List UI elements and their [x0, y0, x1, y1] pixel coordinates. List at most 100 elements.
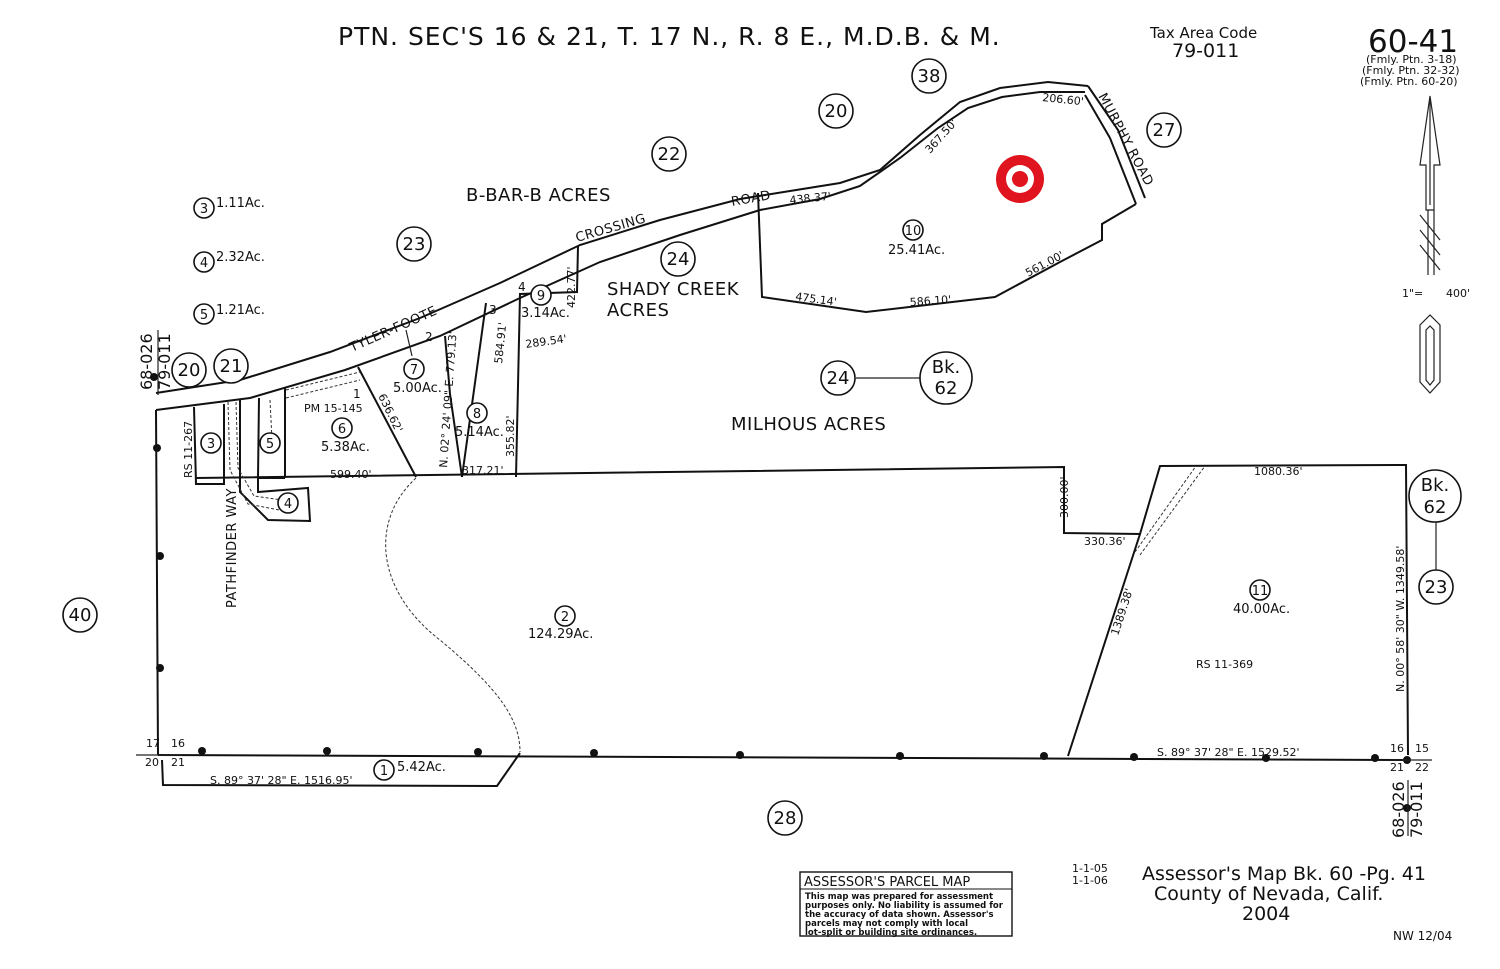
section-corner-left: 17 16 20 21	[136, 737, 185, 769]
dim-1529: S. 89° 37' 28" E. 1529.52'	[1157, 746, 1300, 759]
side-code-left-b: 79-011	[155, 333, 174, 390]
map-number: 60-41	[1368, 24, 1458, 60]
svg-text:1: 1	[380, 764, 388, 779]
footer-date-1: 1-1-05	[1072, 862, 1108, 875]
svg-text:9: 9	[537, 289, 545, 304]
adjacent-map-23-right: 23	[1418, 569, 1454, 605]
lot-3: 3	[489, 303, 497, 317]
road-crossing: CROSSING	[574, 211, 648, 245]
svg-text:23: 23	[403, 234, 426, 255]
footer-line-3: 2004	[1242, 903, 1290, 925]
dim-355: 355.82'	[504, 415, 517, 457]
svg-text:40.00Ac.: 40.00Ac.	[1233, 602, 1290, 617]
adjacent-map-27: 27	[1146, 112, 1182, 148]
svg-text:3.14Ac.: 3.14Ac.	[521, 306, 570, 321]
svg-text:22: 22	[658, 144, 681, 165]
book-ref-center: Bk. 62	[919, 351, 973, 405]
footer-line-2: County of Nevada, Calif.	[1154, 883, 1383, 905]
svg-text:24: 24	[827, 368, 850, 389]
svg-text:5.42Ac.: 5.42Ac.	[397, 760, 446, 775]
parcel-2: 2 124.29Ac.	[528, 605, 593, 642]
svg-text:8: 8	[473, 407, 481, 422]
svg-text:ASSESSOR'S PARCEL MAP: ASSESSOR'S PARCEL MAP	[804, 875, 970, 890]
parcel-11: 11 40.00Ac.	[1233, 579, 1290, 617]
adjacent-map-24-center: 24	[820, 360, 856, 396]
svg-text:62: 62	[935, 378, 958, 399]
adjacent-map-20-left: 20	[171, 352, 207, 388]
dim-300: 300.00'	[1058, 476, 1071, 518]
svg-text:4: 4	[284, 497, 292, 512]
ref-rs-left: RS 11-267	[182, 421, 195, 478]
parcel-4-legend: 4 2.32Ac.	[193, 250, 265, 273]
svg-text:10: 10	[905, 224, 922, 239]
north-arrow-icon	[1419, 95, 1441, 394]
svg-text:38: 38	[918, 66, 941, 87]
dim-330: 330.36'	[1084, 535, 1126, 548]
svg-text:2.32Ac.: 2.32Ac.	[216, 250, 265, 265]
target-marker-icon	[996, 155, 1044, 203]
svg-text:purposes only. No liability is: purposes only. No liability is assumed f…	[805, 901, 1004, 911]
subdivision-shady-2: ACRES	[607, 300, 669, 321]
parcel-3-legend: 3 1.11Ac.	[193, 196, 265, 219]
svg-text:40: 40	[69, 605, 92, 626]
svg-text:24: 24	[667, 249, 690, 270]
lot-4: 4	[518, 280, 526, 294]
subdivision-bbarb: B-BAR-B ACRES	[466, 185, 611, 206]
side-code-right-b: 79-011	[1407, 781, 1426, 838]
svg-text:5: 5	[200, 308, 208, 323]
svg-text:5.38Ac.: 5.38Ac.	[321, 440, 370, 455]
former-ref-2: (Fmly. Ptn. 32-32)	[1362, 64, 1460, 77]
svg-text:5.00Ac.: 5.00Ac.	[393, 381, 442, 396]
svg-text:5: 5	[266, 437, 274, 452]
parcel-8: 8 5.14Ac.	[455, 402, 504, 440]
subdivision-milhous: MILHOUS ACRES	[731, 414, 886, 435]
svg-text:the accuracy of data shown. As: the accuracy of data shown. Assessor's	[805, 910, 994, 920]
svg-text:16: 16	[171, 737, 185, 750]
svg-text:5.14Ac.: 5.14Ac.	[455, 425, 504, 440]
disclaimer-box: ASSESSOR'S PARCEL MAP This map was prepa…	[799, 871, 1013, 938]
dim-561: 561.00'	[1023, 249, 1066, 280]
ref-rs-right: RS 11-369	[1196, 658, 1253, 671]
ref-pm: PM 15-145	[304, 402, 363, 415]
svg-text:1.21Ac.: 1.21Ac.	[216, 303, 265, 318]
tax-area-code: 79-011	[1172, 40, 1239, 62]
svg-text:1.11Ac.: 1.11Ac.	[216, 196, 265, 211]
lot-2: 2	[425, 330, 433, 344]
svg-text:23: 23	[1425, 577, 1448, 598]
scale-left: 1"=	[1402, 287, 1423, 300]
svg-text:15: 15	[1415, 742, 1429, 755]
section-markers	[150, 373, 1411, 812]
small-parcel-4: 4	[277, 492, 299, 514]
parcel-6: 6 5.38Ac.	[321, 417, 370, 455]
tax-area-label: Tax Area Code	[1149, 24, 1257, 42]
svg-text:21: 21	[220, 356, 243, 377]
adjacent-map-40: 40	[62, 597, 98, 633]
svg-text:lot-split or building site ord: lot-split or building site ordinances.	[805, 928, 977, 938]
svg-text:124.29Ac.: 124.29Ac.	[528, 627, 593, 642]
dim-599: 599.40'	[330, 468, 372, 481]
adjacent-map-38: 38	[911, 58, 947, 94]
adjacent-map-24: 24	[660, 241, 696, 277]
svg-text:11: 11	[1252, 584, 1269, 599]
adjacent-map-21: 21	[213, 348, 249, 384]
adjacent-map-28: 28	[767, 800, 803, 836]
adjacent-map-22: 22	[651, 136, 687, 172]
footer-date-2: 1-1-06	[1072, 874, 1108, 887]
svg-text:21: 21	[171, 756, 185, 769]
former-ref-3: (Fmly. Ptn. 60-20)	[1360, 75, 1458, 88]
parcel-7: 7 5.00Ac.	[393, 358, 442, 396]
parcel-1: 1 5.42Ac.	[373, 759, 446, 781]
svg-text:2: 2	[561, 610, 569, 625]
svg-text:25.41Ac.: 25.41Ac.	[888, 243, 945, 258]
svg-text:27: 27	[1153, 120, 1176, 141]
svg-text:Bk.: Bk.	[1421, 475, 1450, 496]
svg-text:Bk.: Bk.	[932, 357, 961, 378]
lot-1: 1	[353, 387, 361, 401]
scale-right: 400'	[1446, 287, 1470, 300]
svg-text:20: 20	[178, 360, 201, 381]
book-ref-right: Bk. 62	[1408, 469, 1462, 523]
dim-422: 422.77'	[565, 266, 578, 308]
svg-text:6: 6	[338, 422, 346, 437]
svg-text:20: 20	[825, 101, 848, 122]
